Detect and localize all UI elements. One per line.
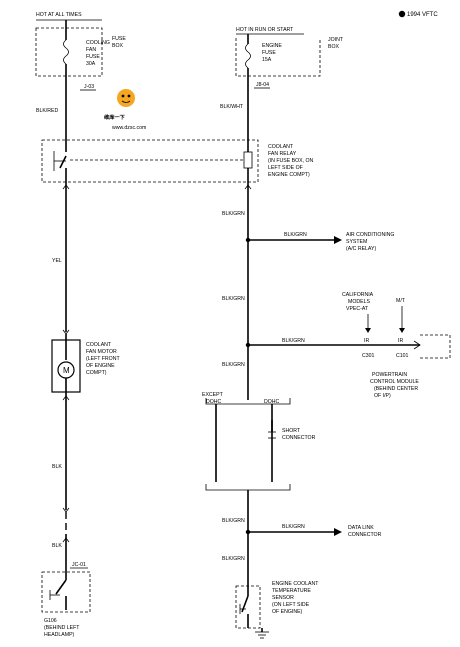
- ect-label-4: (ON LEFT SIDE: [272, 602, 310, 608]
- fuse-box-left: HOT AT ALL TIMES FUSE BOX COOLING FAN FU…: [35, 12, 126, 91]
- wire-label-blk-grn-3: BLK/GRN: [222, 362, 245, 368]
- ect-label-1: ENGINE COOLANT: [272, 581, 319, 587]
- dohc-variant-split: EXCEPT DOHC DOHC SHORT CONNECTOR: [202, 392, 316, 586]
- data-link-branch: BLK/GRN BLK/GRN DATA LINK CONNECTOR BLK/…: [222, 518, 382, 562]
- connector-c301: C301: [362, 353, 375, 359]
- fuse-box-label-2: BOX: [112, 43, 123, 49]
- wire-label-yel: YEL: [52, 258, 62, 264]
- mt-label: M/T: [396, 298, 406, 304]
- fuse-symbol: [63, 39, 69, 65]
- connector-left-top: J-03: [84, 84, 94, 90]
- connector-right-top: J8-04: [256, 82, 269, 88]
- ac-system-label-1: AIR CONDITIONING: [346, 232, 394, 238]
- data-link-label-1: DATA LINK: [348, 525, 374, 531]
- joint-box-label-1: JOINT: [328, 37, 344, 43]
- dohc-label: DOHC: [264, 399, 280, 405]
- except-dohc-label-2: DOHC: [206, 399, 222, 405]
- ground-label-2: (BEHIND LEFT: [44, 625, 80, 631]
- year-model-header: 1994 VFTC: [398, 10, 438, 18]
- california-label-1: CALIFORNIA: [342, 292, 374, 298]
- engine-fuse-label-1: ENGINE: [262, 43, 282, 49]
- wire-label-blk-wht: BLK/WHT: [220, 104, 244, 110]
- fuse-box-label-1: FUSE: [112, 36, 126, 42]
- hot-in-run-label: HOT IN RUN OR START: [236, 27, 294, 33]
- wire-label-blk-grn-2: BLK/GRN: [222, 296, 245, 302]
- relay-label-4: LEFT SIDE OF: [268, 165, 303, 171]
- joint-box-label-2: BOX: [328, 44, 339, 50]
- data-link-label-2: CONNECTOR: [348, 532, 382, 538]
- pin-ir-left: IR: [364, 338, 369, 344]
- engine-fuse-label-3: 15A: [262, 57, 272, 63]
- ac-system-branch: BLK/GRN AIR CONDITIONING SYSTEM (A/C REL…: [245, 232, 394, 252]
- wire-label-blk-red: BLK/RED: [36, 108, 58, 114]
- motor-symbol: M: [63, 366, 70, 375]
- ac-system-label-2: SYSTEM: [346, 239, 367, 245]
- wire-label-blk-grn-4: BLK/GRN: [222, 518, 245, 524]
- california-label-2: MODELS: [348, 299, 370, 305]
- wire-label-ac-blk-grn: BLK/GRN: [284, 232, 307, 238]
- fan-motor-label-2: FAN MOTOR: [86, 349, 117, 355]
- year-model-label: 1994 VFTC: [407, 12, 438, 18]
- watermark-brand: 维库一下: [104, 113, 126, 121]
- cooling-fan-fuse-label-1: COOLING: [86, 40, 110, 46]
- ground-label-1: G106: [44, 618, 57, 624]
- relay-label-2: FAN RELAY: [268, 151, 297, 157]
- pcm-label-3: (BEHIND CENTER: [374, 386, 418, 392]
- connector-c101: C101: [396, 353, 409, 359]
- pcm-label-4: OF I/P): [374, 393, 391, 399]
- pin-ir-right: IR: [398, 338, 403, 344]
- pcm-label-2: CONTROL MODULE: [370, 379, 419, 385]
- site-watermark: 维库一下 www.dzsc.com: [104, 89, 146, 131]
- wire-label-blk-1: BLK: [52, 464, 62, 470]
- ect-label-2: TEMPERATURE: [272, 588, 311, 594]
- short-connector-label-2: CONNECTOR: [282, 435, 316, 441]
- short-connector-label-1: SHORT: [282, 428, 301, 434]
- joint-box-right: HOT IN RUN OR START JOINT BOX ENGINE FUS…: [235, 27, 344, 89]
- wire-label-blk-2: BLK: [52, 543, 62, 549]
- coolant-fan-relay: COOLANT FAN RELAY (IN FUSE BOX, ON LEFT …: [41, 139, 314, 183]
- pcm-branch: BLK/GRN CALIFORNIA MODELS VPEC-AT M/T IR…: [245, 292, 451, 399]
- watermark-url: www.dzsc.com: [112, 125, 146, 131]
- ect-label-5: OF ENGINE): [272, 609, 303, 615]
- fan-motor-label-1: COOLANT: [86, 342, 112, 348]
- wire-label-blk-grn-5: BLK/GRN: [222, 556, 245, 562]
- wire-label-dlc-blk-grn: BLK/GRN: [282, 524, 305, 530]
- california-label-3: VPEC-AT: [346, 306, 369, 312]
- ground-label-3: HEADLAMP): [44, 632, 75, 638]
- ect-sensor: ENGINE COOLANT TEMPERATURE SENSOR (ON LE…: [235, 581, 319, 639]
- connector-jc01: JC-01: [72, 562, 86, 568]
- engine-fuse-label-2: FUSE: [262, 50, 276, 56]
- ac-system-label-3: (A/C RELAY): [346, 246, 376, 252]
- cooling-fan-fuse-label-3: FUSE: [86, 54, 100, 60]
- ect-label-3: SENSOR: [272, 595, 294, 601]
- relay-label-5: ENGINE COMPT): [268, 172, 310, 178]
- wire-label-pcm-blk-grn: BLK/GRN: [282, 338, 305, 344]
- cooling-fan-fuse-label-4: 30A: [86, 61, 96, 67]
- wire-label-blk-grn-1: BLK/GRN: [222, 211, 245, 217]
- coolant-fan-motor: M COOLANT FAN MOTOR (LEFT FRONT OF ENGIN…: [51, 334, 120, 393]
- engine-fuse-symbol: [245, 43, 251, 69]
- except-dohc-label-1: EXCEPT: [202, 392, 224, 398]
- ground-g106: G106 (BEHIND LEFT HEADLAMP): [41, 566, 91, 638]
- cooling-fan-fuse-label-2: FAN: [86, 47, 96, 53]
- relay-label-1: COOLANT: [268, 144, 294, 150]
- fan-motor-label-5: COMPT): [86, 370, 107, 376]
- hot-at-all-times-label: HOT AT ALL TIMES: [36, 12, 82, 18]
- relay-label-3: (IN FUSE BOX, ON: [268, 158, 314, 164]
- fan-motor-label-3: (LEFT FRONT: [86, 356, 120, 362]
- pcm-label-1: POWERTRAIN: [372, 372, 407, 378]
- fan-motor-label-4: OF ENGINE: [86, 363, 115, 369]
